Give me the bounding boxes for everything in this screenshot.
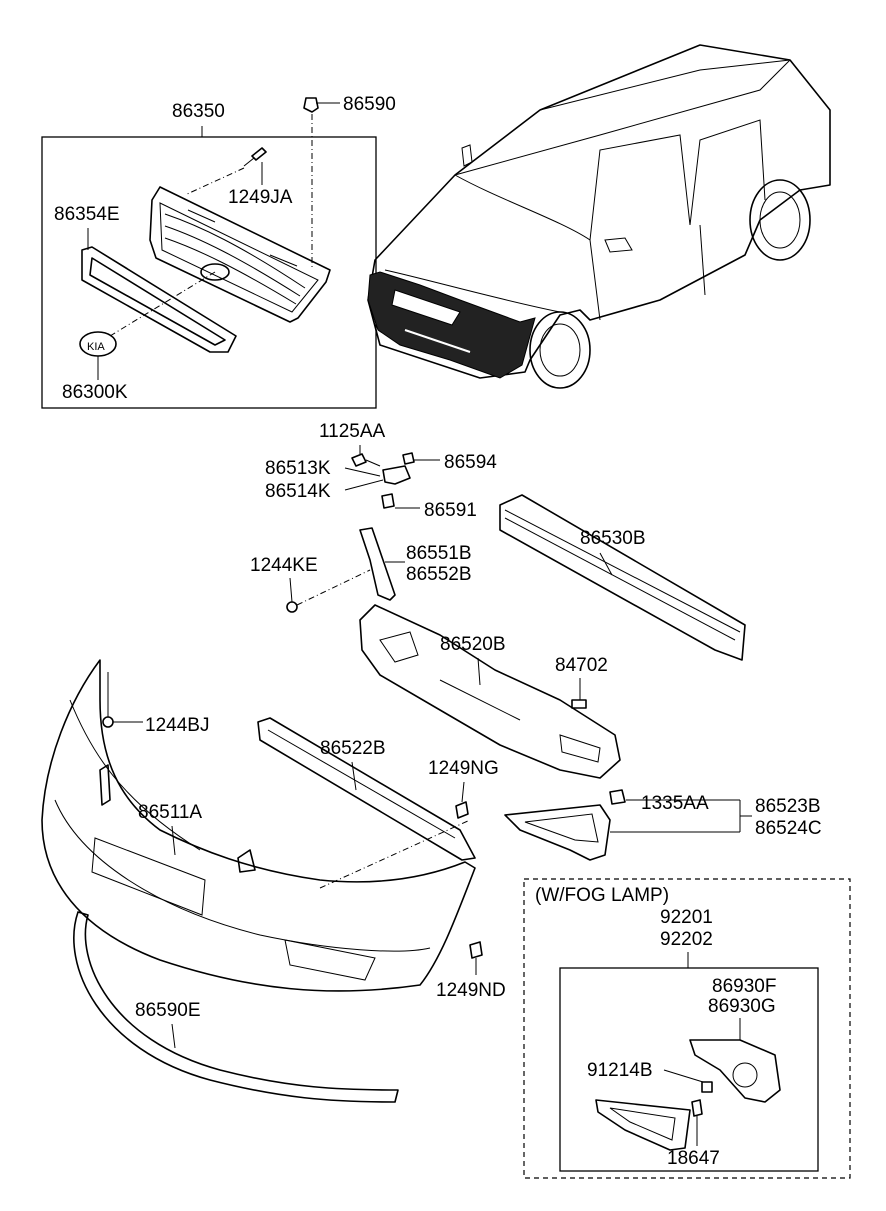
label-86930f: 86930F (712, 976, 776, 997)
label-86590e: 86590E (135, 1000, 201, 1021)
label-86530b: 86530B (580, 528, 646, 549)
bracket-86551b[interactable] (359, 527, 396, 601)
lower-molding[interactable] (73, 911, 399, 1103)
label-86513k: 86513K (265, 458, 331, 479)
label-fog-lamp: (W/FOG LAMP) (535, 885, 669, 906)
label-86930g: 86930G (708, 996, 776, 1017)
label-86523b: 86523B (755, 796, 821, 817)
label-86300k: 86300K (62, 382, 128, 403)
label-86350: 86350 (172, 101, 225, 122)
pad-84702[interactable] (571, 699, 587, 709)
fog-lamp-housing[interactable] (689, 1039, 781, 1103)
front-bumper-cover[interactable] (41, 659, 476, 992)
bolt-1249ng[interactable] (455, 801, 469, 819)
label-86551b: 86551B (406, 543, 472, 564)
label-1244bj: 1244BJ (145, 715, 209, 736)
label-1244ke: 1244KE (250, 555, 318, 576)
bracket-86513k[interactable] (382, 465, 411, 485)
label-1335aa: 1335AA (641, 793, 709, 814)
svg-text:KIA: KIA (87, 341, 105, 353)
label-86590: 86590 (343, 94, 396, 115)
lower-grille[interactable] (257, 717, 476, 861)
label-1249ja: 1249JA (228, 187, 293, 208)
energy-absorber[interactable] (359, 604, 621, 779)
bolt-1244bj[interactable] (102, 672, 114, 728)
fog-lamp-bezel[interactable] (504, 804, 611, 861)
label-86591: 86591 (424, 500, 477, 521)
fog-lamp-assembly-box (559, 967, 819, 1172)
label-86552b: 86552B (406, 564, 472, 585)
bolt-1125aa[interactable] (351, 453, 381, 467)
bumper-reinforcement[interactable] (499, 494, 746, 661)
vehicle-illustration (367, 44, 831, 389)
label-86514k: 86514K (265, 481, 331, 502)
label-92202: 92202 (660, 929, 713, 950)
label-86511a: 86511A (138, 802, 202, 823)
label-86524c: 86524C (755, 818, 822, 839)
label-18647: 18647 (667, 1148, 720, 1169)
clip-86590[interactable] (303, 97, 319, 113)
grille-group-box (41, 136, 377, 409)
label-1125aa: 1125AA (319, 421, 386, 442)
screw-86591[interactable] (381, 493, 395, 509)
clip-86594[interactable] (402, 452, 415, 465)
label-86354e: 86354E (54, 204, 120, 225)
bulb-91214b[interactable] (701, 1081, 713, 1093)
label-86522b: 86522B (320, 738, 386, 759)
label-1249ng: 1249NG (428, 758, 499, 779)
label-84702: 84702 (555, 655, 608, 676)
label-86594: 86594 (444, 452, 497, 473)
label-92201: 92201 (660, 907, 713, 928)
fog-lamp-option-box (523, 878, 851, 1179)
bolt-1249nd[interactable] (469, 941, 483, 959)
label-91214b: 91214B (587, 1060, 653, 1081)
bolt-1244ke[interactable] (286, 569, 371, 613)
screw-1249ja[interactable] (243, 147, 267, 167)
label-86520b: 86520B (440, 634, 506, 655)
radiator-grille[interactable] (149, 186, 331, 323)
label-1249nd: 1249ND (436, 980, 506, 1001)
clip-1335aa[interactable] (609, 789, 626, 805)
screw-18647[interactable] (691, 1099, 703, 1117)
grille-molding[interactable] (81, 246, 237, 353)
fog-lamp-cover[interactable] (595, 1099, 691, 1151)
